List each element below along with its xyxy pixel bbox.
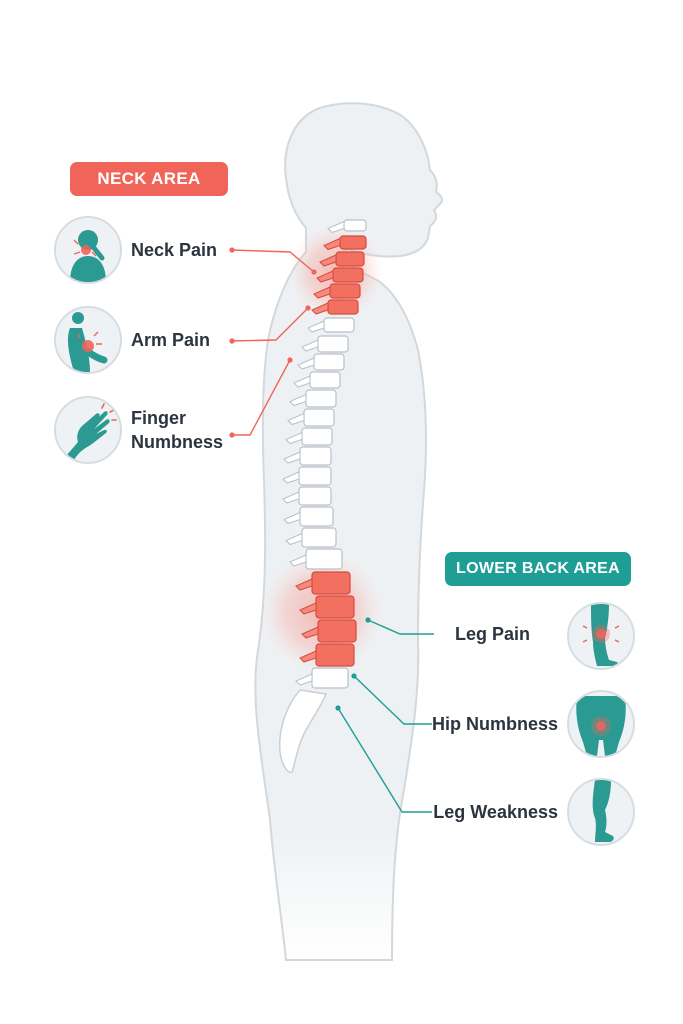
leader-finger-numbness	[232, 359, 291, 436]
vertebra	[309, 371, 341, 389]
leader-dot	[351, 673, 357, 679]
spinous-process	[311, 302, 329, 315]
vertebra	[298, 486, 332, 506]
spine	[282, 219, 367, 689]
lower-back-area-badge: LOWER BACK AREA	[445, 552, 631, 586]
leader-dot	[365, 617, 371, 623]
vertebra	[298, 466, 332, 486]
leg-pain-label: Leg Pain	[454, 624, 530, 644]
vertebra	[305, 389, 337, 408]
sacrum	[278, 689, 328, 774]
vertebra-highlighted	[315, 643, 355, 667]
vertebra	[301, 427, 333, 446]
leader-dot	[311, 269, 317, 275]
vertebra	[301, 527, 337, 548]
vertebra	[317, 335, 349, 353]
spinous-process	[287, 412, 305, 426]
hip-numbness-icon	[567, 690, 635, 758]
neck-area-badge: NECK AREA	[70, 162, 228, 196]
arm-pain-icon	[54, 306, 122, 374]
leader-dot	[287, 357, 293, 363]
leader-leg-weakness	[337, 707, 432, 813]
spinous-process	[285, 431, 303, 445]
spinous-process	[295, 673, 313, 686]
vertebra-highlighted	[339, 235, 367, 250]
spinous-process	[283, 511, 301, 525]
leader-neck-pain	[231, 249, 315, 273]
leader-hip-numbness	[353, 675, 432, 725]
vertebra	[343, 219, 367, 232]
hip-numbness-label: Hip Numbness	[431, 714, 558, 734]
leader-dot	[229, 338, 235, 344]
finger-numbness-label-line1: Finger	[131, 408, 187, 428]
spinous-process	[319, 254, 337, 267]
vertebra-highlighted	[315, 595, 355, 619]
vertebra	[299, 506, 334, 527]
spinous-process	[327, 220, 345, 234]
spinous-process	[282, 471, 300, 484]
vertebra	[305, 548, 343, 570]
neck-pain-icon	[54, 216, 122, 284]
leg-pain-icon	[567, 602, 635, 670]
spinous-process	[289, 554, 307, 567]
body-silhouette	[254, 102, 444, 961]
spinous-process	[289, 393, 307, 407]
vertebra	[311, 667, 349, 689]
vertebra-highlighted	[329, 283, 361, 299]
vertebra	[313, 353, 345, 371]
spinous-process	[301, 339, 319, 352]
leader-dot	[335, 705, 341, 711]
spinous-process	[297, 357, 315, 370]
leader-arm-pain	[231, 307, 309, 342]
vertebra	[303, 408, 335, 427]
spinous-process	[301, 626, 319, 639]
spinous-process	[313, 286, 331, 299]
spinous-process	[307, 320, 325, 333]
spinous-process	[283, 451, 301, 464]
finger-numbness-label: Finger Numbness	[131, 406, 223, 454]
vertebra	[323, 317, 355, 333]
leader-dot	[229, 432, 235, 438]
arm-pain-label: Arm Pain	[131, 330, 211, 350]
leg-weakness-label: Leg Weakness	[433, 802, 558, 822]
spinous-process	[323, 237, 341, 251]
vertebra-highlighted	[327, 299, 359, 315]
spinous-process	[293, 375, 311, 388]
leader-dot	[229, 247, 235, 253]
leader-dot	[305, 305, 311, 311]
finger-numbness-label-line2: Numbness	[131, 432, 224, 452]
vertebra-highlighted	[332, 267, 364, 283]
spinous-process	[285, 532, 303, 546]
hand-numbness-icon	[54, 396, 122, 464]
leg-weakness-icon	[567, 778, 635, 846]
spinous-process	[299, 650, 317, 663]
vertebra-highlighted	[317, 619, 357, 643]
vertebra-highlighted	[335, 251, 365, 267]
neck-pain-label: Neck Pain	[131, 240, 218, 260]
vertebra-highlighted	[311, 571, 351, 595]
spinous-process	[299, 602, 317, 615]
spinous-process	[295, 578, 313, 591]
spinous-process	[282, 491, 300, 504]
lower-back-leader-lines	[337, 619, 434, 813]
leader-leg-pain	[367, 619, 434, 635]
spinous-process	[316, 270, 334, 283]
neck-leader-lines	[231, 249, 315, 436]
vertebra	[299, 446, 332, 466]
